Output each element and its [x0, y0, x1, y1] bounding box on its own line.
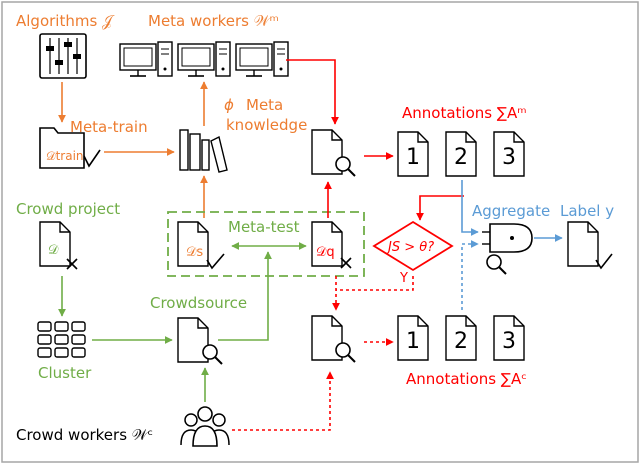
crowdsource-label: Crowdsource [150, 294, 247, 312]
document-icon [567, 221, 613, 270]
computer-icon [119, 41, 173, 77]
decision-diamond [372, 220, 454, 272]
arrow [286, 59, 339, 125]
phi-symbol: ϕ [224, 96, 234, 114]
meta-knowledge-line2: knowledge [226, 116, 307, 134]
meta-test-label: Meta-test [228, 218, 300, 236]
crowd-workers-label: Crowd workers 𝒲ᶜ [16, 426, 153, 444]
annotation-number: 2 [454, 329, 468, 354]
d-q-label: 𝒟q [316, 245, 335, 260]
label-y-label: Label y [560, 202, 614, 220]
annotation-number: 3 [502, 145, 516, 170]
document-icon [177, 221, 225, 270]
annotation-number: 1 [406, 329, 420, 354]
search-document-icon [177, 317, 223, 365]
search-document-icon [311, 129, 356, 177]
meta-train-label: Meta-train [70, 118, 148, 136]
meta-test-box [167, 211, 365, 277]
arrow [232, 371, 334, 431]
document-icon [311, 221, 352, 269]
computer-icon [235, 41, 289, 77]
document-icon [39, 221, 78, 270]
aggregate-gate-icon [482, 223, 533, 275]
arrow [461, 180, 479, 236]
d-train-label: 𝒟train [46, 149, 84, 163]
cluster-label: Cluster [38, 364, 92, 382]
meta-knowledge-line1: Meta [246, 96, 283, 114]
books-icon [179, 129, 228, 173]
cluster-grid-icon [37, 321, 86, 358]
d-s-label: 𝒟s [186, 245, 203, 260]
aggregate-label: Aggregate [472, 202, 550, 220]
search-document-icon [311, 315, 356, 363]
arrow [461, 240, 479, 310]
crowd-workers-icon [180, 406, 230, 447]
annotations-meta-label: Annotations ∑Aᵐ [402, 104, 527, 122]
yes-label: Y [399, 271, 408, 286]
computer-icon [177, 41, 231, 77]
arrow [218, 251, 272, 341]
annotation-number: 2 [454, 145, 468, 170]
arrow [416, 195, 464, 221]
meta-workers-label: Meta workers 𝒲ᵐ [148, 12, 279, 30]
folder-icon [39, 127, 101, 169]
annotation-number: 1 [406, 145, 420, 170]
crowd-project-label: Crowd project [16, 200, 120, 218]
d-crowd-label: 𝒟 [48, 243, 59, 258]
annotations-crowd-label: Annotations ∑Aᶜ [406, 370, 527, 388]
sliders-icon [39, 33, 87, 79]
js-condition-label: JS > θ? [385, 240, 434, 255]
annotation-number: 3 [502, 329, 516, 354]
arrow [336, 276, 414, 291]
algorithms-label: Algorithms 𝒥 [16, 12, 115, 30]
